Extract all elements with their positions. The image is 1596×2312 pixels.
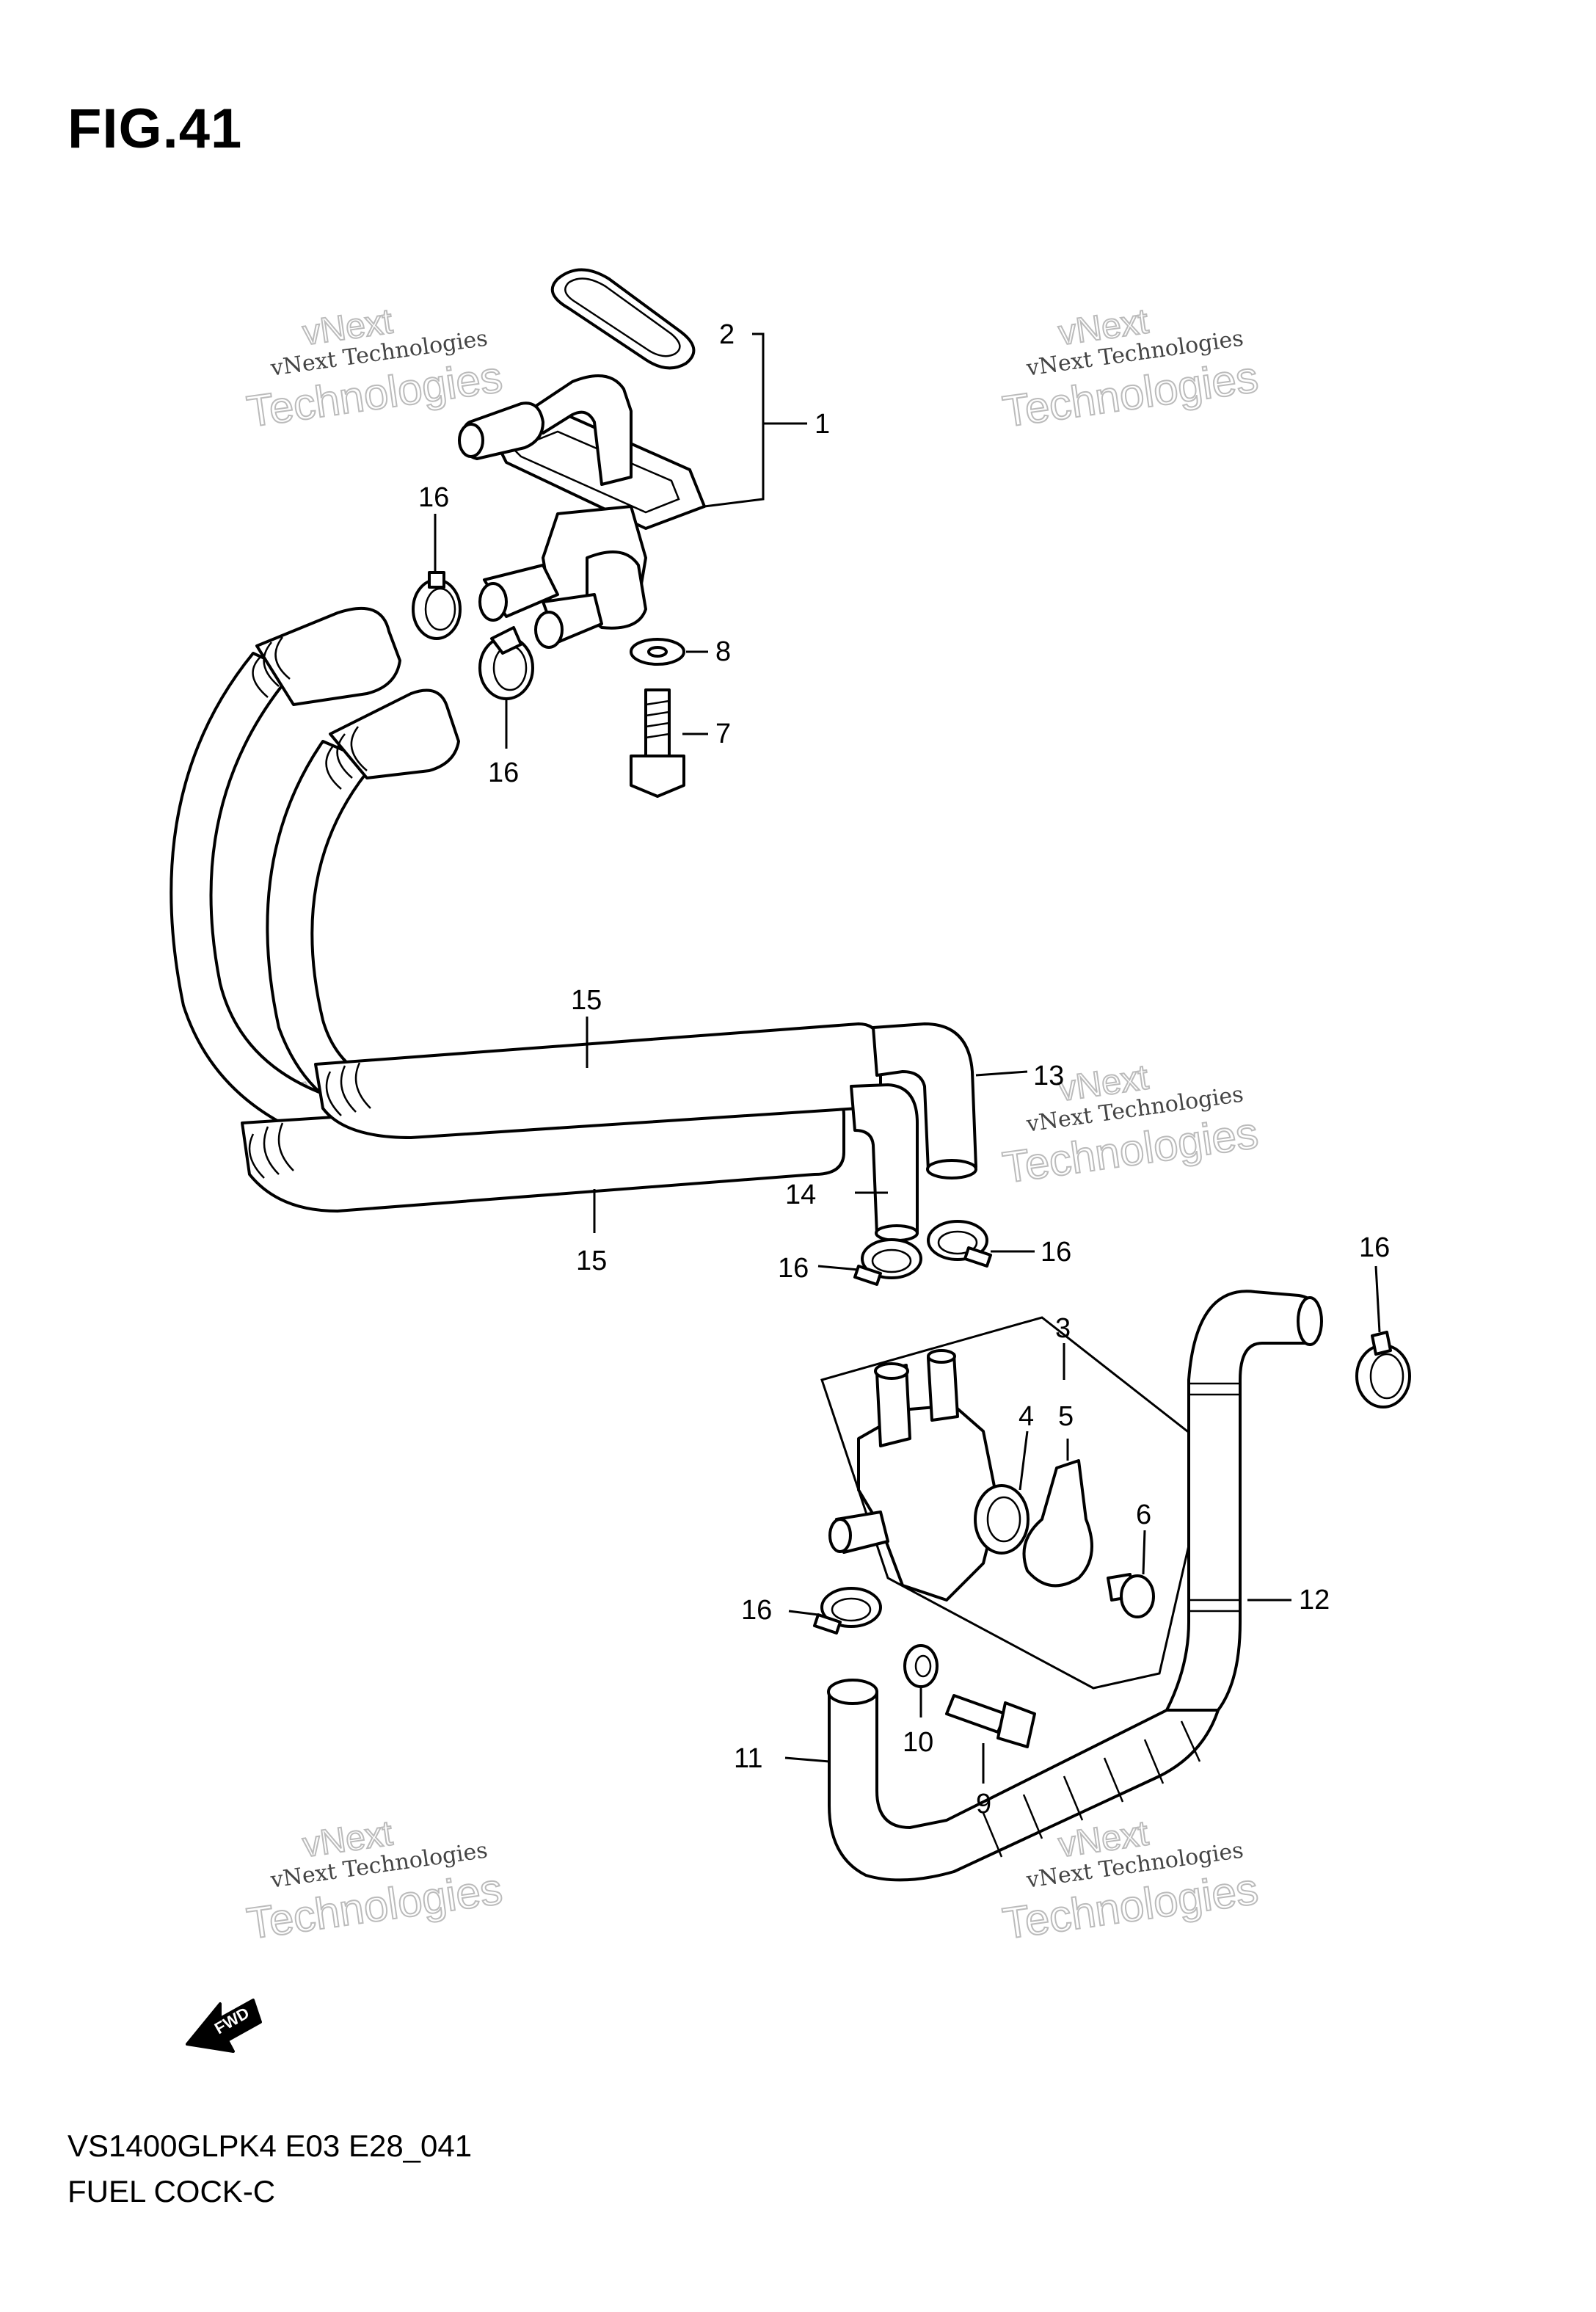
washer-hole	[647, 646, 668, 658]
kit-outline-box	[820, 1316, 1212, 1690]
callout-16: 16	[1041, 1237, 1071, 1268]
fuel-cock-assembly	[458, 374, 706, 649]
lever-part-5	[1022, 1459, 1093, 1588]
figure-title: FIG.41	[68, 98, 243, 160]
callout-6: 6	[1136, 1499, 1151, 1530]
callout-16: 16	[418, 482, 449, 513]
callout-15: 15	[571, 985, 602, 1016]
model-code: VS1400GLPK4 E03 E28_041	[68, 2129, 473, 2163]
clamp-part-16-e	[1355, 1331, 1411, 1408]
fuel-hose-part-11	[827, 1679, 1220, 1882]
callout-2: 2	[719, 319, 735, 350]
clamp-part-16-c	[853, 1238, 922, 1286]
gasket-oring	[550, 268, 696, 370]
callout-5: 5	[1058, 1401, 1074, 1432]
clamp-part-16-a	[412, 571, 462, 640]
elbow-hose-part-13	[872, 1022, 977, 1179]
callout-11: 11	[734, 1743, 762, 1774]
callout-12: 12	[1299, 1585, 1330, 1615]
leader-lines	[434, 332, 1381, 1784]
callout-9: 9	[976, 1789, 991, 1820]
watermark-top-right: Technologies vNext vNext Technologies	[999, 301, 1261, 437]
callout-14: 14	[785, 1179, 816, 1210]
callout-10: 10	[903, 1727, 933, 1758]
callout-8: 8	[715, 636, 731, 667]
fuel-hose-upper	[170, 606, 867, 1146]
oring-part-4	[974, 1484, 1030, 1555]
elbow-hose-part-14	[850, 1083, 919, 1242]
callout-4: 4	[1019, 1401, 1034, 1432]
callout-16: 16	[741, 1595, 772, 1626]
gasket-oring-inner	[564, 277, 681, 357]
bolt-part-7	[630, 688, 685, 798]
clamp-part-16-f	[813, 1587, 882, 1635]
fuel-cock-body-part-3	[828, 1349, 999, 1602]
callout-7: 7	[715, 719, 731, 749]
watermark-top-left: Technologies vNext vNext Technologies	[243, 301, 506, 437]
screw-part-6	[1107, 1573, 1155, 1618]
washer-part-10	[903, 1644, 939, 1688]
callout-16: 16	[1359, 1232, 1390, 1263]
diagram-name: FUEL COCK-C	[68, 2174, 276, 2209]
callout-1: 1	[815, 409, 830, 440]
clamp-part-16-d	[927, 1220, 992, 1268]
watermark-bottom-left: Technologies vNext vNext Technologies	[243, 1813, 506, 1949]
watermark-bottom-right: Technologies vNext vNext Technologies	[999, 1813, 1261, 1949]
bolt-part-9	[945, 1694, 1036, 1748]
callout-16: 16	[488, 757, 519, 788]
forward-direction-arrow: FWD	[186, 1999, 262, 2053]
fuel-hose-part-12	[1165, 1290, 1323, 1712]
callout-16: 16	[778, 1253, 809, 1284]
callout-labels: 2 1 16 8 7 16 15 13 14 15 16 16 16 3 4 5…	[418, 319, 1390, 1820]
callout-3: 3	[1055, 1313, 1071, 1344]
watermark-mid-right: Technologies vNext vNext Technologies	[999, 1057, 1261, 1193]
callout-13: 13	[1033, 1061, 1064, 1091]
callout-15: 15	[576, 1246, 607, 1276]
clamp-part-16-b	[478, 626, 534, 700]
